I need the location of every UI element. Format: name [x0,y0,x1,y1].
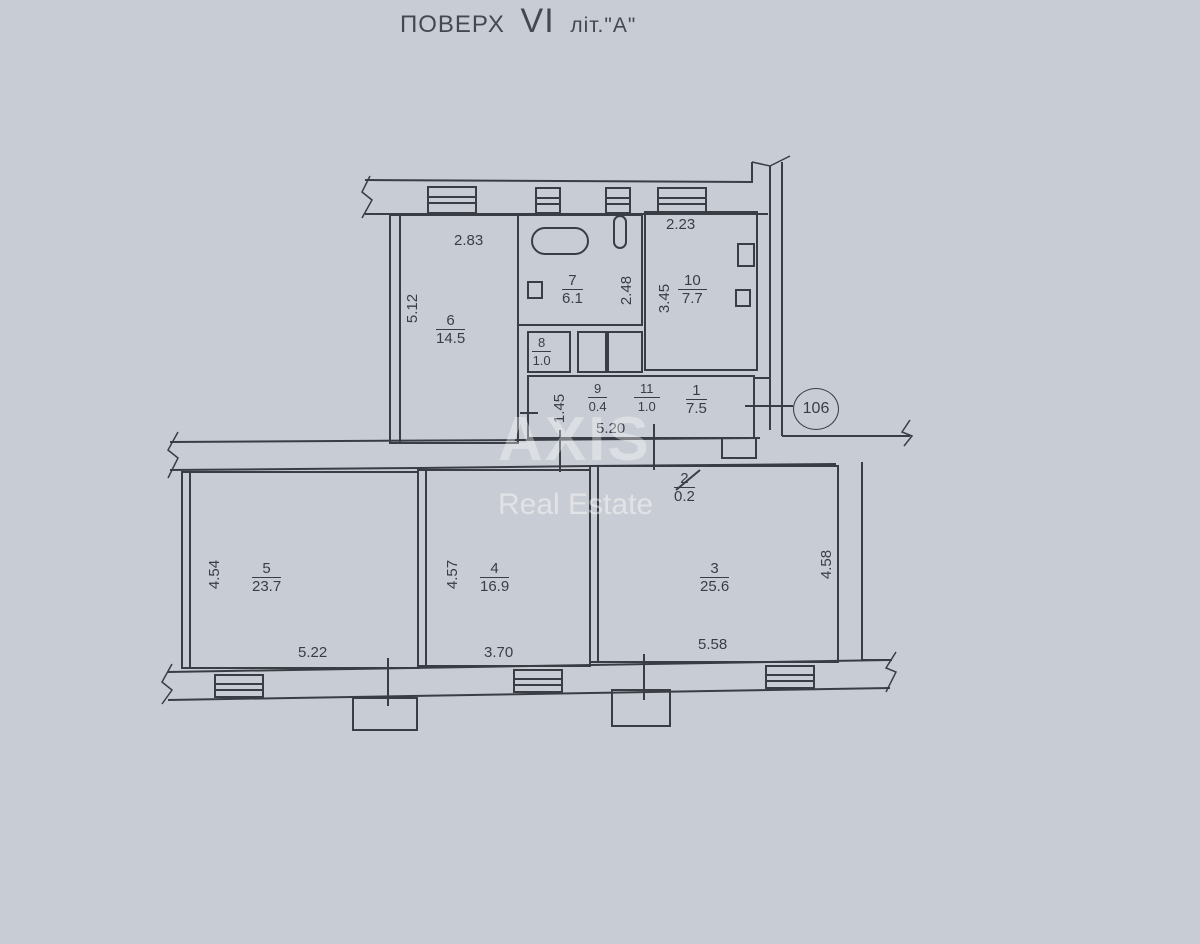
dim-room6-width: 2.83 [454,232,484,249]
room-11-label: 11 1.0 [634,380,660,415]
floor-label: ПОВЕРХ [400,11,505,38]
dim-room10-width: 2.23 [666,216,696,233]
dim-room6-height: 5.12 [404,293,422,324]
floor-title: ПОВЕРХ VI літ."А" [400,2,636,41]
floor-number: VI [520,2,555,40]
room-9-label: 9 0.4 [588,381,608,414]
dim-room5-height: 4.54 [206,559,224,590]
dim-room3-width: 5.58 [698,636,728,653]
dim-room3-height: 4.58 [818,549,836,580]
room-4-label: 4 16.9 [480,560,510,595]
watermark-brand: AXIS [498,405,651,474]
letter-label: літ."А" [570,14,637,37]
room-1-label: 1 7.5 [686,382,707,417]
dim-room7-height: 2.48 [618,275,636,306]
room-2-label: 2 0.2 [674,470,695,505]
room-3-label: 3 25.6 [700,560,730,595]
room-7-label: 7 6.1 [562,272,583,307]
watermark-sub: Real Estate [498,488,654,521]
room-10-label: 10 7.7 [678,272,707,307]
dim-room10-height: 3.45 [656,283,674,314]
room-6-label: 6 14.5 [436,312,466,347]
room-8-label: 8 1.0 [532,335,552,368]
dim-room5-width: 5.22 [298,644,328,661]
dim-room4-height: 4.57 [444,559,462,590]
dim-corridor-width: 5.20 [596,420,626,437]
apartment-number-badge: 106 [793,388,839,430]
dim-room4-width: 3.70 [484,644,514,661]
room-5-label: 5 23.7 [252,560,282,595]
